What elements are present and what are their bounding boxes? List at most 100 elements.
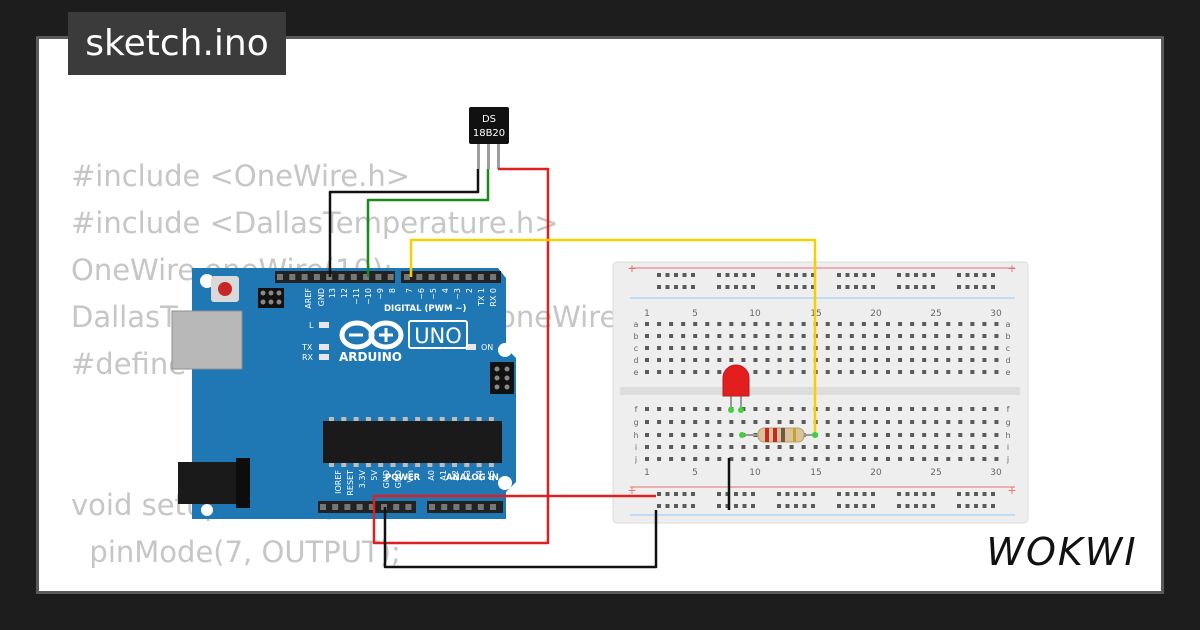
rail-hole[interactable] xyxy=(691,285,695,289)
breadboard-hole[interactable] xyxy=(922,346,927,350)
rail-hole[interactable] xyxy=(845,273,850,277)
breadboard-hole[interactable] xyxy=(958,433,963,437)
breadboard-hole[interactable] xyxy=(922,433,927,437)
rail-hole[interactable] xyxy=(922,492,927,496)
resistor[interactable] xyxy=(739,427,818,443)
rail-hole[interactable] xyxy=(965,273,970,277)
rail-hole[interactable] xyxy=(785,492,790,496)
breadboard-hole[interactable] xyxy=(910,334,915,338)
breadboard-hole[interactable] xyxy=(753,445,758,449)
rail-hole[interactable] xyxy=(802,504,807,508)
rail-hole[interactable] xyxy=(965,504,970,508)
breadboard-hole[interactable] xyxy=(669,370,674,374)
breadboard-hole[interactable] xyxy=(705,445,710,449)
rail-hole[interactable] xyxy=(657,504,661,508)
rail-hole[interactable] xyxy=(742,285,747,289)
breadboard-hole[interactable] xyxy=(693,420,698,424)
breadboard-hole[interactable] xyxy=(861,457,866,461)
breadboard-hole[interactable] xyxy=(729,346,734,350)
breadboard-hole[interactable] xyxy=(970,334,975,338)
breadboard-hole[interactable] xyxy=(729,445,734,449)
breadboard-hole[interactable] xyxy=(922,322,927,326)
breadboard-hole[interactable] xyxy=(753,346,758,350)
breadboard-hole[interactable] xyxy=(873,322,878,326)
rail-hole[interactable] xyxy=(777,492,781,496)
rail-hole[interactable] xyxy=(777,285,781,289)
breadboard-hole[interactable] xyxy=(729,322,734,326)
rail-hole[interactable] xyxy=(905,285,910,289)
breadboard-hole[interactable] xyxy=(934,322,939,326)
breadboard-hole[interactable] xyxy=(717,445,722,449)
breadboard-hole[interactable] xyxy=(922,358,927,362)
breadboard-hole[interactable] xyxy=(705,407,710,411)
rail-hole[interactable] xyxy=(914,492,918,496)
rail-hole[interactable] xyxy=(854,492,858,496)
rail-hole[interactable] xyxy=(725,285,730,289)
rail-hole[interactable] xyxy=(922,285,927,289)
breadboard-hole[interactable] xyxy=(765,334,770,338)
breadboard-hole[interactable] xyxy=(741,445,746,449)
header-pin[interactable] xyxy=(375,274,382,280)
header-pin[interactable] xyxy=(301,274,308,280)
breadboard-hole[interactable] xyxy=(982,334,987,338)
rail-hole[interactable] xyxy=(734,504,738,508)
breadboard-hole[interactable] xyxy=(946,334,951,338)
breadboard-hole[interactable] xyxy=(753,420,758,424)
breadboard-hole[interactable] xyxy=(789,322,794,326)
rail-hole[interactable] xyxy=(717,285,721,289)
header-pin[interactable] xyxy=(429,504,435,510)
breadboard-hole[interactable] xyxy=(849,370,854,374)
header-pin[interactable] xyxy=(440,274,447,280)
breadboard-hole[interactable] xyxy=(958,334,963,338)
rail-hole[interactable] xyxy=(657,492,661,496)
reset-button-cap[interactable] xyxy=(218,282,232,296)
header-pin[interactable] xyxy=(338,274,345,280)
rail-hole[interactable] xyxy=(914,285,918,289)
breadboard-hole[interactable] xyxy=(765,346,770,350)
breadboard-hole[interactable] xyxy=(681,457,686,461)
rail-hole[interactable] xyxy=(657,273,661,277)
rail-hole[interactable] xyxy=(674,492,678,496)
breadboard-hole[interactable] xyxy=(645,346,649,350)
breadboard-hole[interactable] xyxy=(705,370,710,374)
breadboard-hole[interactable] xyxy=(657,358,662,362)
breadboard-hole[interactable] xyxy=(898,358,903,362)
breadboard-hole[interactable] xyxy=(910,407,915,411)
breadboard-hole[interactable] xyxy=(657,433,662,437)
breadboard-hole[interactable] xyxy=(958,457,963,461)
wire-green-sensor-data[interactable] xyxy=(366,169,490,277)
rail-hole[interactable] xyxy=(982,285,987,289)
rail-hole[interactable] xyxy=(905,273,910,277)
breadboard-hole[interactable] xyxy=(958,322,963,326)
breadboard-hole[interactable] xyxy=(873,358,878,362)
rail-hole[interactable] xyxy=(691,492,695,496)
ds18b20-sensor[interactable]: DS 18B20 xyxy=(469,107,509,169)
rail-hole[interactable] xyxy=(897,492,901,496)
rail-hole[interactable] xyxy=(991,492,995,496)
rail-hole[interactable] xyxy=(665,504,670,508)
breadboard-hole[interactable] xyxy=(801,358,806,362)
rail-hole[interactable] xyxy=(742,492,747,496)
breadboard-hole[interactable] xyxy=(801,322,806,326)
breadboard-hole[interactable] xyxy=(741,322,746,326)
breadboard-hole[interactable] xyxy=(946,358,951,362)
rail-hole[interactable] xyxy=(785,285,790,289)
breadboard-hole[interactable] xyxy=(861,358,866,362)
breadboard-hole[interactable] xyxy=(886,346,890,350)
breadboard-hole[interactable] xyxy=(898,322,903,326)
breadboard-hole[interactable] xyxy=(994,358,999,362)
breadboard-hole[interactable] xyxy=(898,370,903,374)
breadboard-hole[interactable] xyxy=(958,346,963,350)
breadboard-hole[interactable] xyxy=(753,322,758,326)
breadboard-hole[interactable] xyxy=(982,457,987,461)
breadboard-hole[interactable] xyxy=(898,445,903,449)
rail-hole[interactable] xyxy=(717,273,721,277)
breadboard-hole[interactable] xyxy=(789,445,794,449)
breadboard-hole[interactable] xyxy=(970,445,975,449)
breadboard-hole[interactable] xyxy=(765,322,770,326)
rail-hole[interactable] xyxy=(991,504,995,508)
breadboard-hole[interactable] xyxy=(982,322,987,326)
rail-hole[interactable] xyxy=(897,273,901,277)
rail-hole[interactable] xyxy=(802,492,807,496)
breadboard-hole[interactable] xyxy=(693,370,698,374)
